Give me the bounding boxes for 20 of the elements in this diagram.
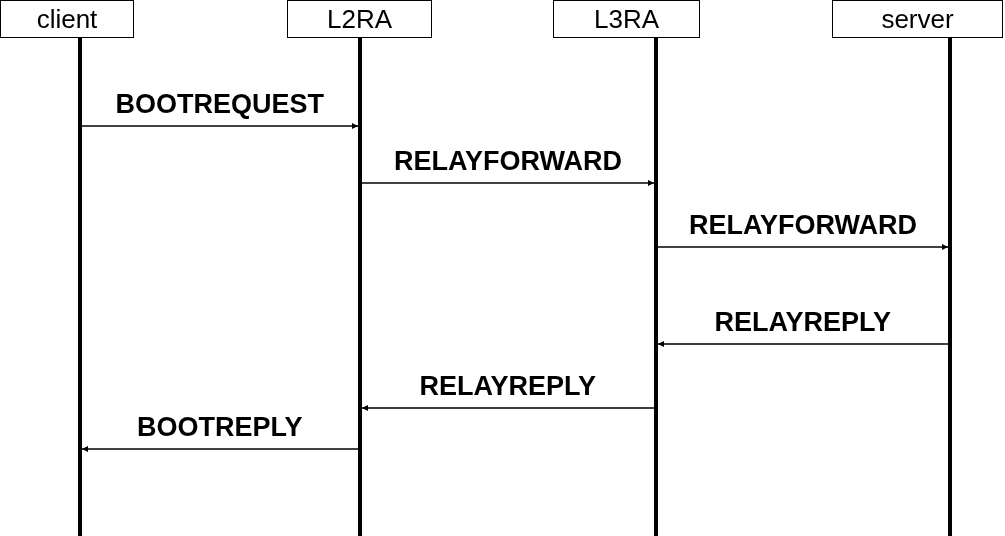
message-arrow [657, 341, 949, 347]
message-arrow [657, 244, 949, 250]
participant-box: L2RA [287, 0, 432, 38]
message-label: BOOTREQUEST [115, 89, 324, 120]
message-label: RELAYREPLY [714, 307, 892, 338]
message-arrow [81, 446, 359, 452]
message-arrow [81, 123, 359, 129]
message-label: RELAYFORWARD [394, 146, 623, 177]
message-label: RELAYREPLY [419, 371, 597, 402]
message-label: RELAYFORWARD [689, 210, 918, 241]
lifeline [948, 38, 952, 536]
lifeline [358, 38, 362, 536]
message-label: BOOTREPLY [137, 412, 303, 443]
message-arrow [361, 405, 655, 411]
participant-box: server [832, 0, 1003, 38]
message-arrow [361, 180, 655, 186]
participant-box: client [0, 0, 134, 38]
participant-box: L3RA [553, 0, 700, 38]
lifeline [78, 38, 82, 536]
lifeline [654, 38, 658, 536]
